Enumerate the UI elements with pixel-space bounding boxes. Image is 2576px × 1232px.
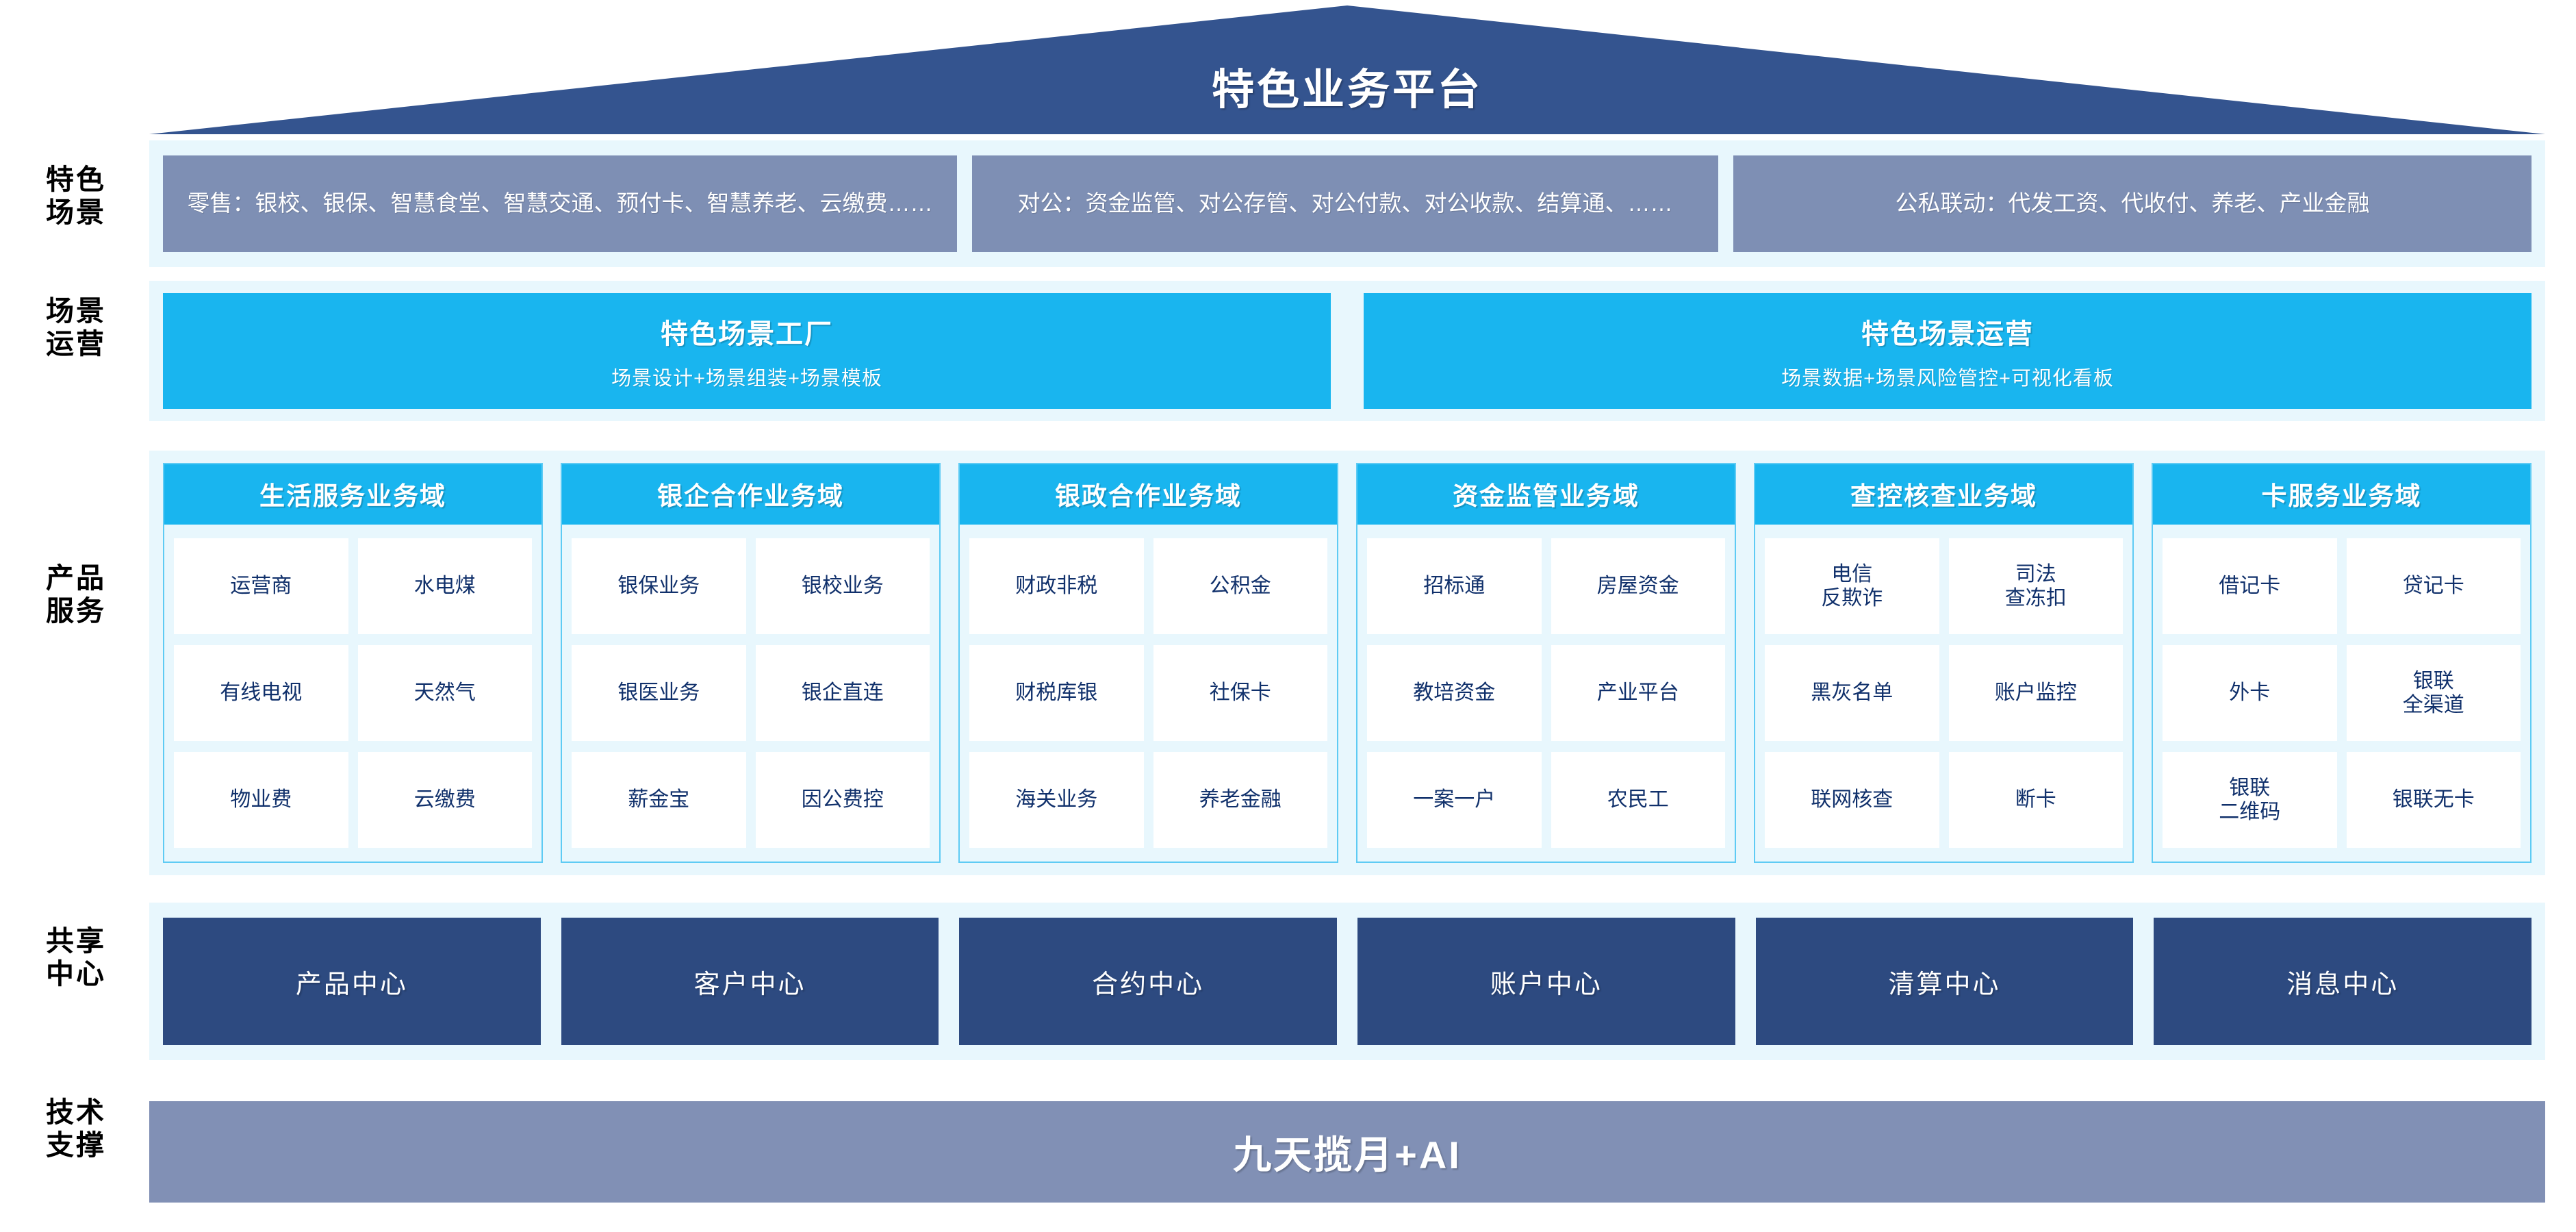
row-label-special-scenes: 特色 场景 [46, 164, 106, 229]
domain-item[interactable]: 断卡 [1948, 752, 2123, 848]
domain-item[interactable]: 房屋资金 [1551, 538, 1725, 634]
row-label-product-services: 产品 服务 [46, 562, 106, 627]
operations-box-scene-operation[interactable]: 特色场景运营 场景数据+场景风险管控+可视化看板 [1364, 293, 2532, 409]
domain-item[interactable]: 招标通 [1367, 538, 1542, 634]
domain-title-bank-government: 银政合作业务域 [960, 464, 1337, 525]
domain-column-bank-government[interactable]: 银政合作业务域 财政非税 公积金 财税库银 社保卡 海关业务 养老金融 [958, 463, 1338, 863]
domain-item[interactable]: 社保卡 [1153, 645, 1327, 741]
domain-item[interactable]: 银医业务 [572, 645, 746, 741]
center-box-customer[interactable]: 客户中心 [561, 918, 939, 1045]
domain-column-bank-enterprise[interactable]: 银企合作业务域 银保业务 银校业务 银医业务 银企直连 薪金宝 因公费控 [561, 463, 941, 863]
domain-item[interactable]: 有线电视 [174, 645, 348, 741]
domain-item[interactable]: 电信 反欺诈 [1765, 538, 1939, 634]
row-label-shared-centers: 共享 中心 [46, 925, 106, 990]
domain-item[interactable]: 银企直连 [755, 645, 930, 741]
special-scenes-band: 零售：银校、银保、智慧食堂、智慧交通、预付卡、智慧养老、云缴费…… 对公：资金监… [149, 140, 2545, 267]
center-box-list: 产品中心 客户中心 合约中心 账户中心 清算中心 消息中心 [163, 918, 2532, 1045]
domain-item-grid: 运营商 水电煤 有线电视 天然气 物业费 云缴费 [164, 525, 541, 862]
center-box-contract[interactable]: 合约中心 [959, 918, 1338, 1045]
domain-item[interactable]: 运营商 [174, 538, 348, 634]
domain-item[interactable]: 联网核查 [1765, 752, 1939, 848]
domain-title-life-services: 生活服务业务域 [164, 464, 541, 525]
row-label-tech-support: 技术 支撑 [46, 1096, 106, 1161]
domain-item[interactable]: 一案一户 [1367, 752, 1542, 848]
scene-box-retail[interactable]: 零售：银校、银保、智慧食堂、智慧交通、预付卡、智慧养老、云缴费…… [163, 155, 957, 252]
domain-item[interactable]: 财政非税 [969, 538, 1144, 634]
domain-item[interactable]: 物业费 [174, 752, 348, 848]
center-box-clearing[interactable]: 清算中心 [1755, 918, 2134, 1045]
tech-support-bar[interactable]: 九天揽月+AI [149, 1101, 2545, 1203]
domain-item[interactable]: 银联无卡 [2346, 752, 2521, 848]
domain-item[interactable]: 薪金宝 [572, 752, 746, 848]
domain-item-grid: 银保业务 银校业务 银医业务 银企直连 薪金宝 因公费控 [562, 525, 939, 862]
domain-title-investigation-control: 查控核查业务域 [1755, 464, 2132, 525]
page-title: 特色业务平台 [1211, 66, 1483, 114]
operations-subtitle-scene-factory: 场景设计+场景组装+场景模板 [611, 367, 882, 390]
domain-item[interactable]: 因公费控 [755, 752, 930, 848]
domain-item[interactable]: 水电煤 [357, 538, 532, 634]
domain-item[interactable]: 银校业务 [755, 538, 930, 634]
domain-item[interactable]: 产业平台 [1551, 645, 1725, 741]
operations-box-scene-factory[interactable]: 特色场景工厂 场景设计+场景组装+场景模板 [163, 293, 1331, 409]
domain-item-grid: 财政非税 公积金 财税库银 社保卡 海关业务 养老金融 [960, 525, 1337, 862]
domain-item-grid: 借记卡 贷记卡 外卡 银联 全渠道 银联 二维码 银联无卡 [2153, 525, 2530, 862]
domain-item[interactable]: 公积金 [1153, 538, 1327, 634]
shared-centers-band: 产品中心 客户中心 合约中心 账户中心 清算中心 消息中心 [149, 903, 2545, 1060]
operations-title-scene-operation: 特色场景运营 [1861, 318, 2034, 349]
scene-operations-band: 特色场景工厂 场景设计+场景组装+场景模板 特色场景运营 场景数据+场景风险管控… [149, 281, 2545, 421]
domain-column-card-services[interactable]: 卡服务业务域 借记卡 贷记卡 外卡 银联 全渠道 银联 二维码 银联无卡 [2152, 463, 2532, 863]
row-label-scene-operations: 场景 运营 [46, 295, 106, 360]
domain-item[interactable]: 海关业务 [969, 752, 1144, 848]
operations-subtitle-scene-operation: 场景数据+场景风险管控+可视化看板 [1781, 367, 2114, 390]
domain-item[interactable]: 天然气 [357, 645, 532, 741]
domain-title-card-services: 卡服务业务域 [2153, 464, 2530, 525]
domain-item[interactable]: 银联 全渠道 [2346, 645, 2521, 741]
domain-item[interactable]: 贷记卡 [2346, 538, 2521, 634]
scene-box-public-private-linkage[interactable]: 公私联动：代发工资、代收付、养老、产业金融 [1733, 155, 2532, 252]
domain-item[interactable]: 银联 二维码 [2163, 752, 2337, 848]
scene-box-list: 零售：银校、银保、智慧食堂、智慧交通、预付卡、智慧养老、云缴费…… 对公：资金监… [163, 155, 2532, 252]
domain-item[interactable]: 教培资金 [1367, 645, 1542, 741]
operations-box-list: 特色场景工厂 场景设计+场景组装+场景模板 特色场景运营 场景数据+场景风险管控… [163, 293, 2532, 409]
product-services-band: 生活服务业务域 运营商 水电煤 有线电视 天然气 物业费 云缴费 银企合作业务域… [149, 451, 2545, 875]
center-box-message[interactable]: 消息中心 [2154, 918, 2532, 1045]
domain-title-fund-supervision: 资金监管业务域 [1357, 464, 1735, 525]
domain-item-grid: 招标通 房屋资金 教培资金 产业平台 一案一户 农民工 [1357, 525, 1735, 862]
center-box-product[interactable]: 产品中心 [163, 918, 541, 1045]
domain-item[interactable]: 司法 查冻扣 [1948, 538, 2123, 634]
domain-item[interactable]: 财税库银 [969, 645, 1144, 741]
domain-item[interactable]: 养老金融 [1153, 752, 1327, 848]
platform-title-banner: 特色业务平台 [149, 5, 2545, 134]
domain-item[interactable]: 借记卡 [2163, 538, 2337, 634]
domain-title-bank-enterprise: 银企合作业务域 [562, 464, 939, 525]
domain-item[interactable]: 外卡 [2163, 645, 2337, 741]
domain-column-life-services[interactable]: 生活服务业务域 运营商 水电煤 有线电视 天然气 物业费 云缴费 [163, 463, 543, 863]
domain-column-list: 生活服务业务域 运营商 水电煤 有线电视 天然气 物业费 云缴费 银企合作业务域… [163, 463, 2532, 863]
domain-item[interactable]: 黑灰名单 [1765, 645, 1939, 741]
scene-box-corporate[interactable]: 对公：资金监管、对公存管、对公付款、对公收款、结算通、…… [972, 155, 1718, 252]
domain-column-fund-supervision[interactable]: 资金监管业务域 招标通 房屋资金 教培资金 产业平台 一案一户 农民工 [1356, 463, 1736, 863]
domain-item[interactable]: 账户监控 [1948, 645, 2123, 741]
domain-item-grid: 电信 反欺诈 司法 查冻扣 黑灰名单 账户监控 联网核查 断卡 [1755, 525, 2132, 862]
center-box-account[interactable]: 账户中心 [1357, 918, 1735, 1045]
domain-item[interactable]: 银保业务 [572, 538, 746, 634]
domain-item[interactable]: 农民工 [1551, 752, 1725, 848]
operations-title-scene-factory: 特色场景工厂 [661, 318, 833, 349]
domain-item[interactable]: 云缴费 [357, 752, 532, 848]
domain-column-investigation-control[interactable]: 查控核查业务域 电信 反欺诈 司法 查冻扣 黑灰名单 账户监控 联网核查 断卡 [1754, 463, 2134, 863]
